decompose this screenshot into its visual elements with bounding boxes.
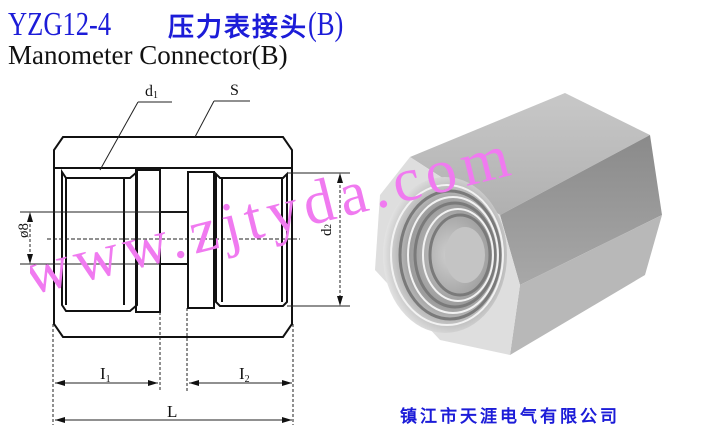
title-line: YZG12-4 压力表接头 (B) bbox=[8, 0, 353, 44]
product-name-cn: 压力表接头 bbox=[168, 13, 309, 43]
total-length-label: L bbox=[167, 402, 177, 421]
l2-label: I2 bbox=[239, 364, 250, 385]
variant-label: (B) bbox=[308, 6, 344, 43]
phi8-label: ø8 bbox=[16, 223, 32, 238]
body-top-outline bbox=[53, 136, 293, 169]
d2-label: d2 bbox=[319, 224, 335, 236]
product-name-en: Manometer Connector(B) bbox=[8, 40, 288, 70]
model-number: YZG12-4 bbox=[8, 6, 112, 43]
company-name: 镇江市天涯电气有限公司 bbox=[400, 407, 620, 427]
technical-drawing: d1 S ø8 d2 I1 I2 L bbox=[16, 82, 350, 425]
l1-label: I1 bbox=[100, 364, 111, 385]
s-label: S bbox=[230, 82, 239, 99]
d1-label: d1 bbox=[145, 83, 158, 101]
product-photo bbox=[375, 93, 662, 355]
